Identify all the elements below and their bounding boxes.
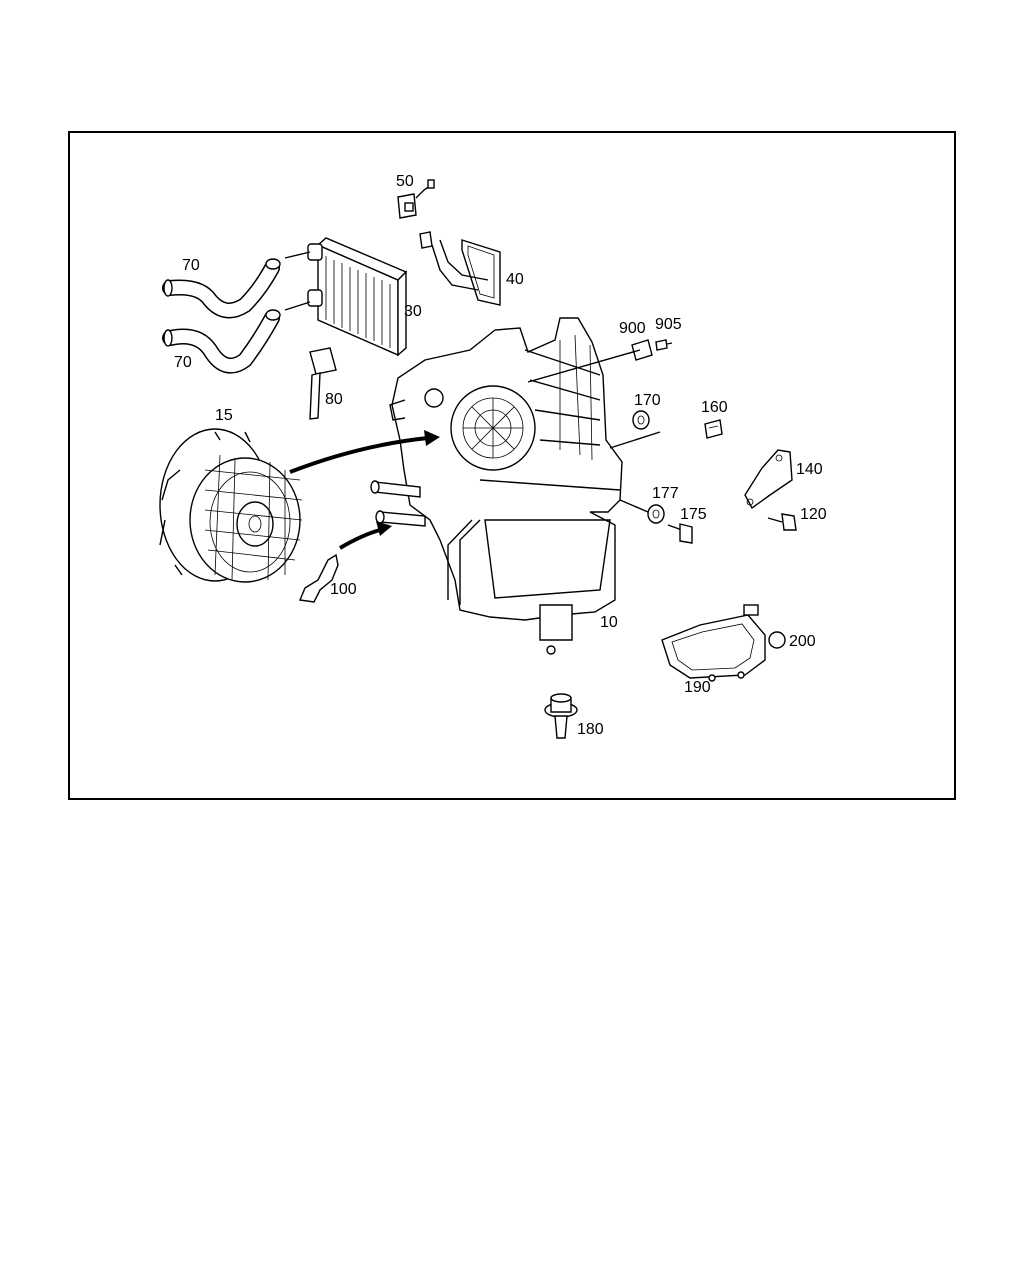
- clip-160: [704, 419, 723, 439]
- part-label-70-upper: 70: [182, 257, 200, 274]
- part-label-900: 900: [619, 320, 646, 337]
- part-label-100: 100: [330, 581, 357, 598]
- bracket-plate: [744, 449, 793, 510]
- grommet-170: [609, 410, 661, 449]
- arrow-blower-to-housing: [289, 430, 440, 474]
- part-label-10: 10: [600, 614, 618, 631]
- part-label-140: 140: [796, 461, 823, 478]
- hose-upper: [162, 251, 311, 319]
- part-label-15: 15: [215, 407, 233, 424]
- air-duct: [661, 604, 766, 682]
- part-label-180: 180: [577, 721, 604, 738]
- hose-lower: [162, 301, 311, 374]
- blower-motor: [159, 428, 303, 583]
- heater-core: [307, 237, 408, 357]
- part-label-190: 190: [684, 679, 711, 696]
- part-label-40: 40: [506, 271, 524, 288]
- clip-200: [768, 631, 786, 649]
- washer-177: [619, 499, 665, 524]
- screw-120: [767, 513, 797, 531]
- temperature-sensor: [309, 347, 337, 420]
- expansion-valve: [397, 179, 435, 219]
- part-label-70-lower: 70: [174, 354, 192, 371]
- part-label-160: 160: [701, 399, 728, 416]
- part-label-80: 80: [325, 391, 343, 408]
- part-label-120: 120: [800, 506, 827, 523]
- part-label-177: 177: [652, 485, 679, 502]
- arrow-bracket-to-housing: [338, 521, 392, 550]
- evaporator-frame: [419, 231, 501, 306]
- part-label-50: 50: [396, 173, 414, 190]
- pin-905: [655, 339, 673, 351]
- hvac-housing: [370, 317, 623, 655]
- part-label-905: 905: [655, 316, 682, 333]
- part-label-175: 175: [680, 506, 707, 523]
- drain-plug: [544, 693, 578, 739]
- bolt-175: [667, 523, 693, 544]
- connector-900: [527, 339, 653, 383]
- part-label-170: 170: [634, 392, 661, 409]
- bracket: [299, 553, 339, 603]
- part-label-30: 30: [404, 303, 422, 320]
- part-label-200: 200: [789, 633, 816, 650]
